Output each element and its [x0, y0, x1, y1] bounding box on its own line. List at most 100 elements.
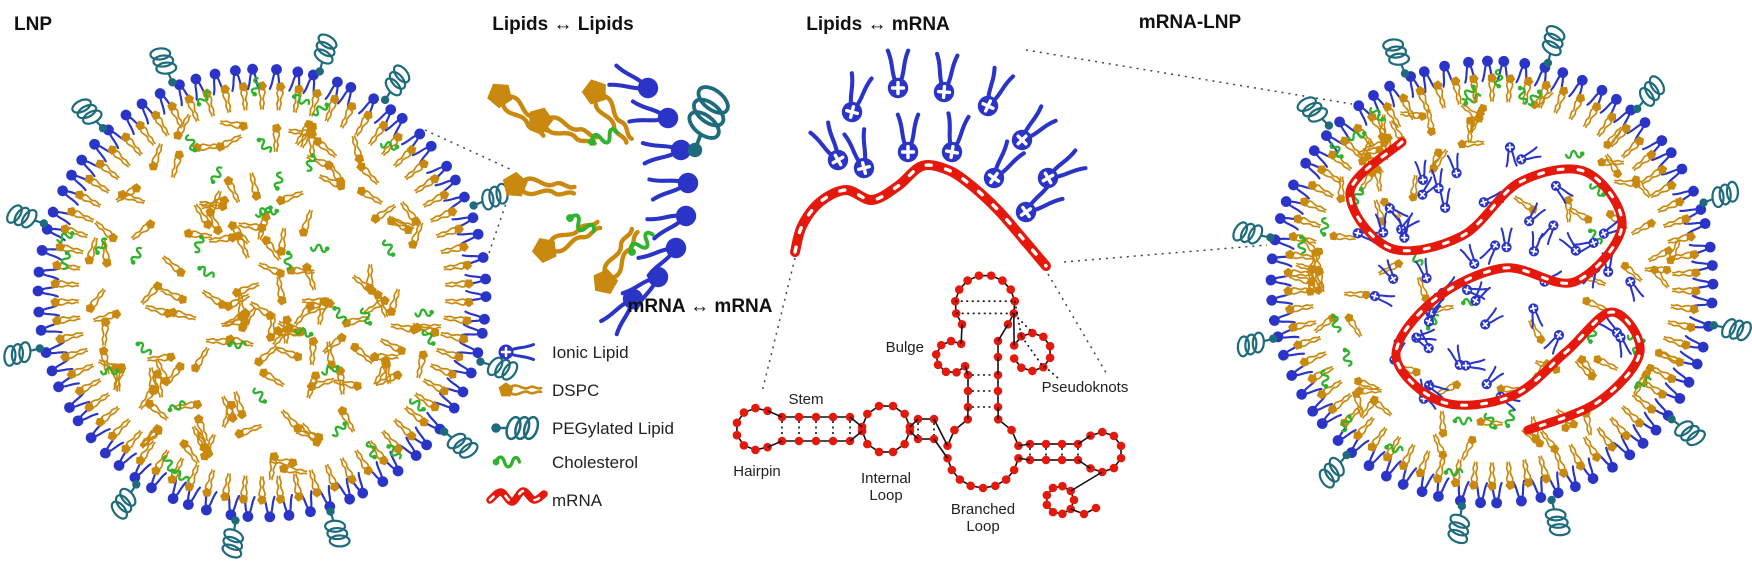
cholesterol	[56, 231, 75, 244]
dspc-lipid	[1486, 462, 1497, 491]
mrna-mrna-title: mRNA ↔ mRNA	[628, 296, 773, 317]
rna-backbone-line	[933, 438, 949, 459]
cholesterol	[365, 440, 377, 460]
dspc-lipid	[1382, 101, 1402, 129]
dspc-lipid	[352, 274, 377, 295]
rna-nucleotide-dot	[1009, 354, 1019, 363]
dspc-lipid	[135, 120, 156, 146]
dspc-lipid	[268, 451, 280, 481]
cholesterol	[1319, 217, 1330, 237]
dspc-lipid	[161, 255, 186, 277]
dspc-lipid	[292, 473, 304, 502]
rna-nucleotide-dot	[991, 481, 1000, 491]
pegylated-lipid	[469, 182, 509, 211]
ionic-lipid	[1661, 163, 1688, 185]
dspc-lipid	[1662, 214, 1692, 229]
dspc-lipid	[1487, 73, 1498, 102]
ionic-lipid	[1612, 434, 1636, 461]
rna-nucleotide-dot	[828, 412, 838, 422]
dspc-lipid	[1596, 112, 1617, 138]
pegylated-lipid	[3, 341, 44, 367]
ionic-lipid	[1615, 332, 1632, 358]
bulge-label: Bulge	[886, 339, 924, 356]
branched-loop-label-line1: Branched	[951, 501, 1015, 518]
dspc-lipid	[1432, 80, 1446, 109]
dspc-lipid	[337, 405, 356, 433]
dspc-lipid	[1468, 461, 1479, 490]
dspc-lipid	[1285, 249, 1314, 260]
rna-nucleotide-dot	[954, 285, 964, 294]
dspc-lipid	[370, 204, 397, 224]
ionic-lipid	[1481, 365, 1505, 390]
dspc-lipid	[140, 425, 163, 449]
dspc-lipid	[275, 346, 303, 362]
dspc-lipid	[1649, 365, 1677, 384]
pegylated-lipid	[1318, 450, 1351, 489]
dspc-lipid	[368, 440, 389, 466]
dspc-lipid	[390, 323, 419, 335]
rna-nucleotide-dot	[1097, 467, 1107, 477]
cholesterol	[305, 153, 317, 172]
ionic-lipid	[1015, 180, 1065, 223]
dspc-lipid	[324, 94, 340, 122]
dspc-lipid	[184, 94, 200, 122]
dspc-lipid	[1460, 435, 1477, 461]
dspc-lipid	[257, 81, 268, 110]
cholesterol	[184, 134, 198, 153]
ionic-lipid	[1414, 257, 1432, 284]
cholesterol	[386, 444, 402, 460]
dspc-lipid	[429, 206, 458, 223]
dspc-lipid	[275, 190, 304, 206]
dspc-lipid	[1630, 218, 1657, 236]
rna-nucleotide-dot	[900, 409, 909, 419]
rna-nucleotide-dot	[1016, 363, 1026, 372]
dspc-lipid	[239, 81, 249, 111]
cholesterol	[566, 213, 596, 234]
ionic-lipid	[599, 288, 644, 337]
dspc-lipid	[1316, 165, 1343, 185]
dspc-lipid	[138, 384, 158, 410]
dspc-lipid	[1604, 153, 1623, 179]
mrna-strand	[790, 160, 1051, 271]
dspc-lipid	[1299, 351, 1327, 368]
cholesterol	[250, 77, 261, 97]
rna-backbone-line	[767, 410, 783, 418]
dspc-lipid	[1641, 379, 1668, 399]
base-pair-dotted-line	[1020, 335, 1045, 368]
rna-nucleotide-dot	[936, 340, 946, 350]
pegylated-lipid	[313, 33, 338, 76]
mrna-structure-diagram	[732, 271, 1126, 519]
dspc-lipid	[293, 301, 315, 326]
dspc-lipid	[1597, 157, 1625, 167]
ionic-lipid	[1504, 142, 1518, 168]
dspc-lipid	[107, 418, 131, 442]
dotted-connector-line	[761, 257, 796, 393]
zoom-connector-lines	[424, 49, 1353, 393]
ionic-lipid	[1398, 217, 1411, 243]
cholesterol	[492, 455, 522, 469]
rna-nucleotide-dot	[993, 386, 1003, 396]
dspc-lipid	[191, 425, 210, 453]
ionic-lipid	[1667, 367, 1695, 388]
pegylated-lipid	[1667, 415, 1706, 447]
internal-loop-label-line2: Loop	[869, 487, 902, 504]
ionic-lipid	[1307, 394, 1334, 417]
ionic-lipid	[33, 303, 61, 318]
dspc-lipid	[1343, 290, 1371, 300]
rna-nucleotide-dot	[1109, 431, 1119, 441]
cholesterol	[1369, 106, 1386, 122]
dspc-lipid	[1307, 180, 1335, 199]
dspc-lipid	[1366, 112, 1388, 138]
rna-nucleotide-dot	[952, 368, 961, 377]
dspc-lipid	[1438, 410, 1448, 438]
rna-nucleotide-dot	[1045, 341, 1055, 351]
dspc-lipid	[414, 392, 440, 412]
dspc-lipid	[308, 469, 322, 498]
dspc-lipid	[1522, 459, 1534, 488]
rna-nucleotide-dot	[732, 418, 742, 428]
dspc-lipid	[151, 449, 170, 476]
cholesterol	[1494, 68, 1504, 89]
cholesterol	[1504, 409, 1516, 429]
dspc-lipid	[170, 150, 185, 179]
